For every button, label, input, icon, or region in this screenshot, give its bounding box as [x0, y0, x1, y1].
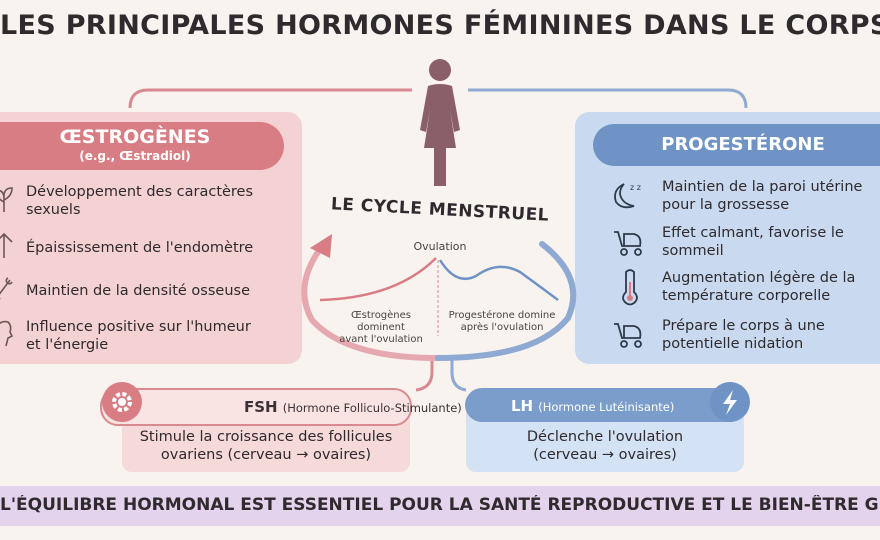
fsh-name: (Hormone Folliculo-Stimulante)	[282, 401, 462, 415]
fsh-icon-circle	[102, 382, 142, 422]
woman-figure-icon	[420, 59, 460, 186]
progesterone-item-1: Maintien de la paroi utérine pour la gro…	[662, 179, 863, 213]
progesterone-item-3: Augmentation légère de la température co…	[662, 270, 856, 304]
fsh-abbr: FSH	[244, 398, 278, 416]
estrogen-item-3: Maintien de la densité osseuse	[26, 283, 250, 299]
menstrual-cycle-diagram	[301, 234, 577, 361]
uterus-icon	[0, 232, 13, 258]
ovulation-label: Ovulation	[413, 240, 467, 253]
footer-banner	[0, 486, 880, 526]
progesterone-header: PROGESTÉRONE	[593, 124, 880, 166]
stroller-icon	[614, 231, 642, 256]
progesterone-item-2: Effet calmant, favorise le sommeil	[662, 225, 844, 259]
lh-name: (Hormone Lutéinisante)	[538, 400, 675, 414]
fsh-header: FSH (Hormone Folliculo-Stimulante)	[100, 388, 462, 426]
estrogen-item-4: Influence positive sur l'humeur et l'éne…	[26, 319, 251, 353]
estrogen-header: ŒSTROGÈNES (e.g., Œstradiol)	[0, 122, 284, 170]
lh-abbr: LH	[511, 397, 534, 415]
bone-icon	[0, 277, 13, 300]
lightning-icon	[723, 390, 737, 415]
estrogen-title: ŒSTROGÈNES	[59, 126, 211, 148]
lh-header: LH (Hormone Lutéinisante)	[465, 388, 747, 422]
svg-text:z z: z z	[630, 183, 641, 192]
gear-icon	[112, 392, 132, 412]
estrogen-phase-label: Œstrogènes dominent avant l'ovulation	[339, 310, 423, 345]
fsh-description: Stimule la croissance des follicules ova…	[139, 429, 393, 463]
progesterone-phase-label: Progestérone domine après l'ovulation	[448, 310, 556, 333]
estrogen-item-2: Épaississement de l'endomètre	[26, 240, 254, 256]
stroller-icon	[614, 323, 642, 348]
estrogen-subtitle: (e.g., Œstradiol)	[79, 149, 191, 163]
footer-text: L'ÉQUILIBRE HORMONAL EST ESSENTIEL POUR …	[0, 495, 880, 515]
lh-icon-circle	[710, 382, 750, 422]
lh-description: Déclenche l'ovulation (cerveau → ovaires…	[526, 429, 684, 463]
thermometer-icon	[622, 269, 638, 306]
progesterone-item-4: Prépare le corps à une potentielle nidat…	[662, 318, 825, 352]
moon-sleep-icon: z z	[614, 183, 641, 209]
head-profile-icon	[0, 320, 14, 347]
estrogen-item-1: Développement des caractères sexuels	[26, 184, 254, 218]
flower-icon	[0, 187, 13, 212]
page-title: LES PRINCIPALES HORMONES FÉMININES DANS …	[0, 10, 880, 41]
